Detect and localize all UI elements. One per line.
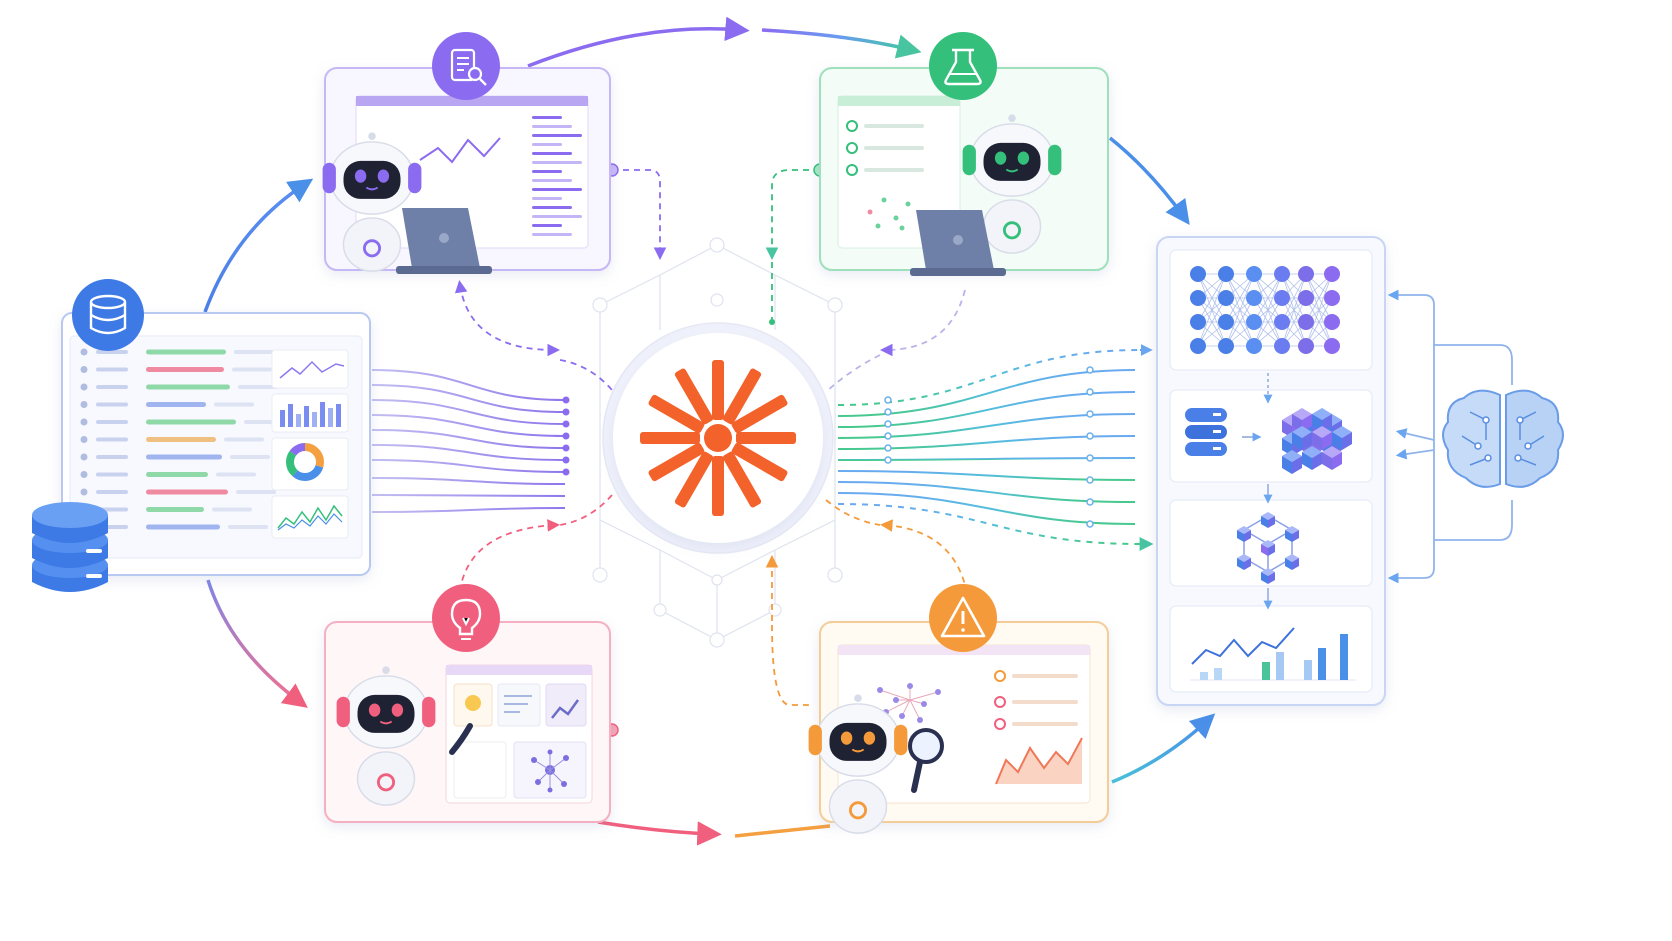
mini-donut-chart [271,437,349,491]
risk-agent-panel [808,584,1109,834]
laptop-icon [396,208,492,274]
arc-risk-to-pipeline [1111,713,1216,784]
analytics-chart-icon [1190,627,1356,681]
laptop-icon [910,210,1006,276]
arc-research-to-experiment-b [761,28,922,59]
document-search-icon [432,32,500,100]
lightbulb-icon [432,584,500,652]
magnifier-icon [908,728,944,764]
warning-icon [929,584,997,652]
model-pipeline [1156,236,1386,706]
cube-network-icon [1237,512,1299,584]
database-icon [89,294,127,335]
connector-dot-green [769,319,775,325]
data-source-panel [61,279,371,576]
mini-line-chart [271,349,349,389]
brain-feedback-lines [1387,289,1513,584]
robot-avatar [322,132,422,272]
arc-ideation-to-risk-b [734,824,831,838]
data-streams-right [837,349,1141,545]
server-stack-icon [1185,408,1227,456]
mini-bar-chart [271,393,349,433]
research-agent-panel [322,32,611,274]
robot-avatar [962,114,1062,254]
robot-avatar [336,666,436,806]
database-icon-badge [72,279,144,351]
arc-experiment-to-pipeline [1108,136,1190,225]
experiment-agent-panel [819,32,1109,276]
arc-data-to-research [203,178,314,313]
starburst-icon [640,360,796,516]
arc-ideation-to-risk-a [597,820,722,846]
arc-data-to-ideation [206,579,308,708]
mini-area-chart [271,495,349,539]
central-hub [602,322,834,554]
ideation-agent-panel [324,584,611,823]
flask-icon [929,32,997,100]
data-streams-left [371,369,566,513]
stream-endpoints-right [884,366,1094,528]
dashed-connectors [454,169,966,731]
database-cylinder [32,502,108,592]
data-table [80,348,284,531]
robot-avatar [808,694,908,834]
arc-research-to-experiment-a [527,16,750,68]
neural-network-icon [1190,266,1340,354]
hub-network-grid [592,237,843,648]
brain-icon [1442,389,1564,488]
cube-cluster-icon [1282,408,1352,474]
stream-endpoints-left [562,396,570,476]
